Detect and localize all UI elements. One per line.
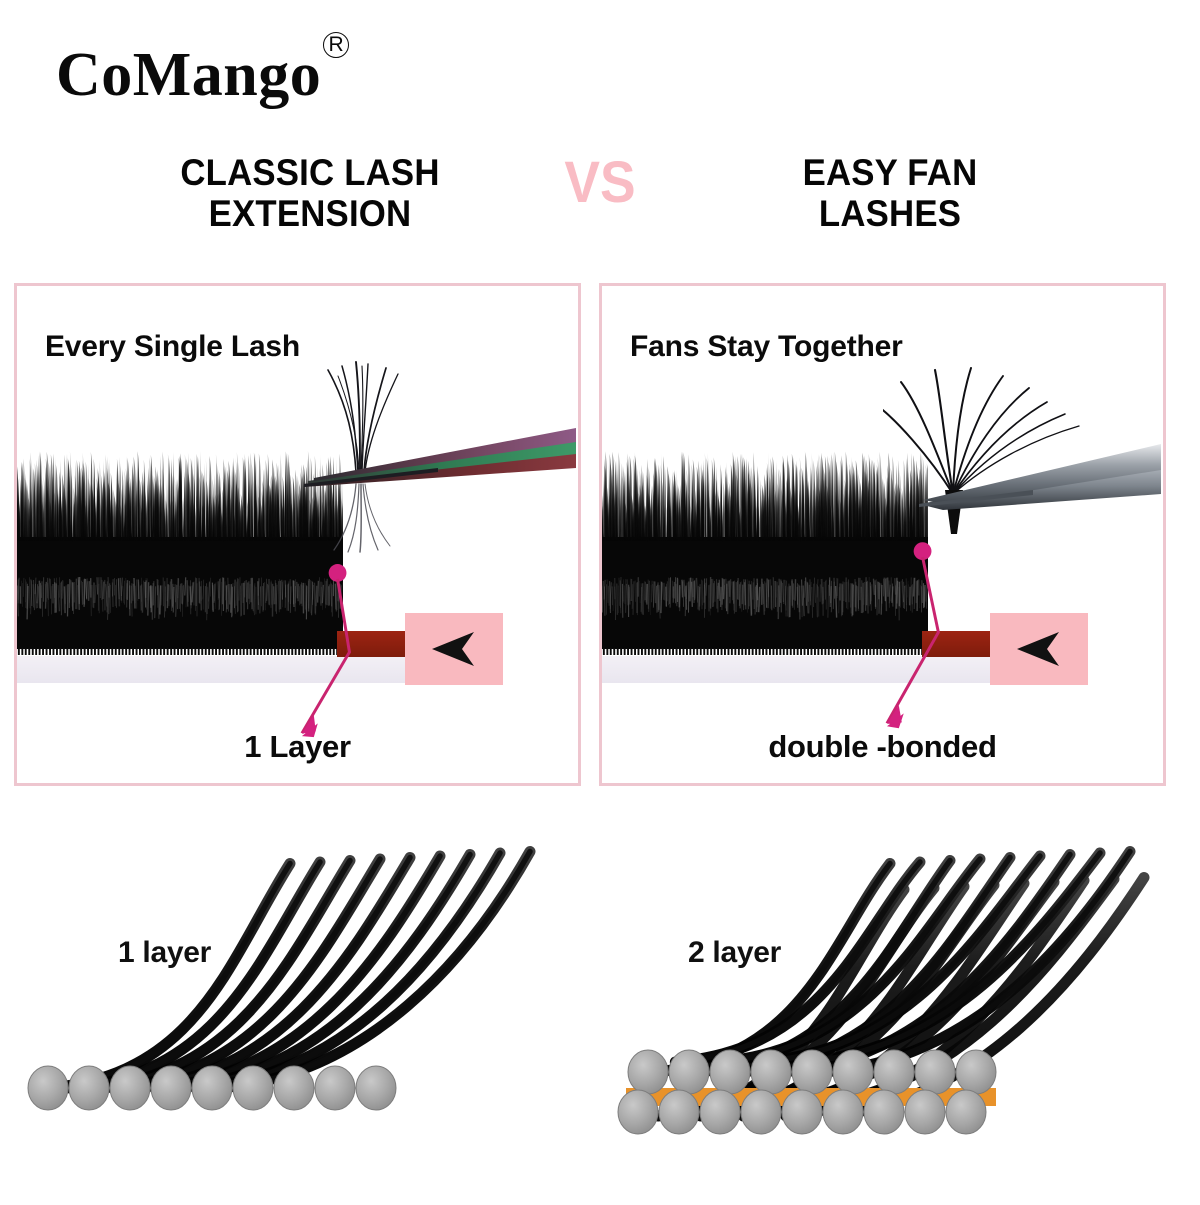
tweezer-iridescent-with-single-lashes <box>298 344 578 554</box>
tweezer-steel-with-fan-cluster <box>883 344 1163 554</box>
brand-name: CoMango <box>56 41 321 109</box>
callout-box-left <box>405 613 503 685</box>
comparison-panels: Every Single Lash <box>14 283 1186 786</box>
adhesive-band-right <box>922 631 990 657</box>
diagram-two-layer: 2 layer <box>600 820 1200 1200</box>
one-layer-label: 1 layer <box>118 936 211 970</box>
panel-fan-caption: double -bonded <box>602 729 1163 765</box>
headline-vs: VS <box>531 152 669 212</box>
lash-strip-fan <box>599 445 928 665</box>
lash-strip-classic <box>14 445 343 665</box>
panel-classic-lash: Every Single Lash <box>14 283 581 786</box>
adhesive-band-left <box>337 631 405 657</box>
two-layer-label: 2 layer <box>688 936 781 970</box>
diagram-one-layer: 1 layer <box>0 820 600 1200</box>
panel-fan-title: Fans Stay Together <box>630 330 903 364</box>
headline-right: EASY FAN LASHES <box>688 152 1092 235</box>
callout-box-right <box>990 613 1088 685</box>
panel-classic-caption: 1 Layer <box>17 729 581 765</box>
left-arrow-cursor-icon <box>428 628 480 670</box>
registered-trademark-icon: R <box>323 32 349 58</box>
left-arrow-cursor-icon <box>1013 628 1065 670</box>
panel-easy-fan-lashes: Fans Stay Together <box>599 283 1166 786</box>
headline-row: CLASSIC LASH EXTENSION VS EASY FAN LASHE… <box>0 152 1200 252</box>
panel-classic-title: Every Single Lash <box>45 330 300 364</box>
one-layer-graphic <box>0 820 600 1200</box>
headline-left: CLASSIC LASH EXTENSION <box>108 152 512 235</box>
layer-diagrams: 1 layer <box>0 820 1200 1200</box>
two-layer-graphic <box>600 820 1200 1200</box>
